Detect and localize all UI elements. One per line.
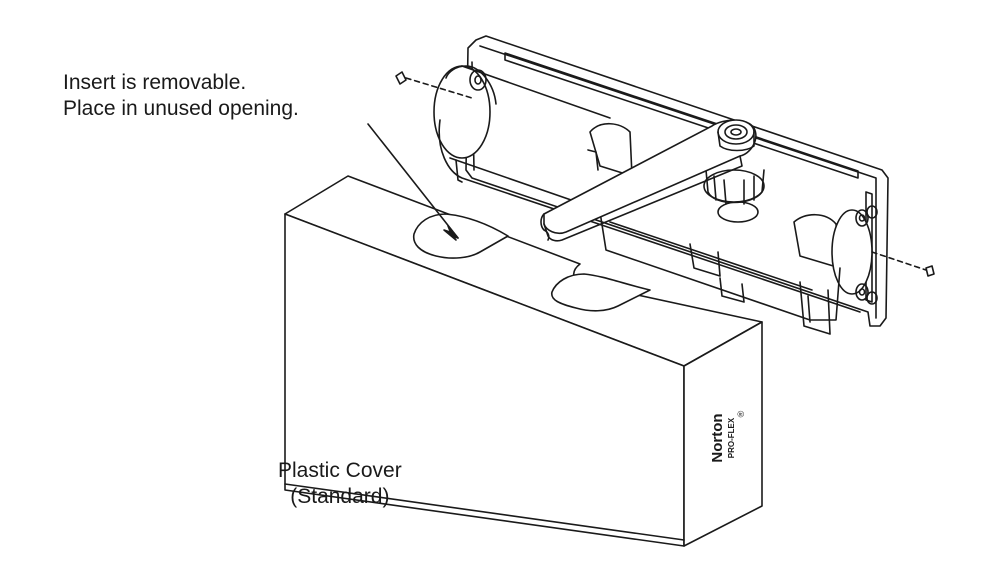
cover-brand-logo: Norton: [709, 413, 726, 462]
cover-model-name: PRO-FLEX: [727, 417, 736, 458]
plastic-cover-label: Plastic Cover (Standard): [278, 458, 402, 510]
insert-note-line-2: Place in unused opening.: [63, 97, 299, 120]
closer-body: [433, 65, 878, 335]
cover-unused-opening: [551, 273, 651, 312]
cover-label-line-2: (Standard): [290, 485, 390, 508]
insert-leader-line: [367, 123, 459, 241]
insert-note-line-1: Insert is removable.: [63, 71, 247, 94]
mounting-screw-right: [871, 251, 935, 277]
closer-arm: [540, 119, 757, 242]
pinion-spindle: [703, 169, 765, 223]
cover-label-line-1: Plastic Cover: [278, 459, 402, 482]
plastic-cover: Norton PRO-FLEX ®: [284, 175, 763, 547]
insert-removable-callout: Insert is removable. Place in unused ope…: [63, 70, 299, 122]
registered-mark: ®: [736, 410, 746, 417]
cover-insert-opening: [412, 213, 509, 259]
mounting-screw-left: [395, 71, 473, 99]
